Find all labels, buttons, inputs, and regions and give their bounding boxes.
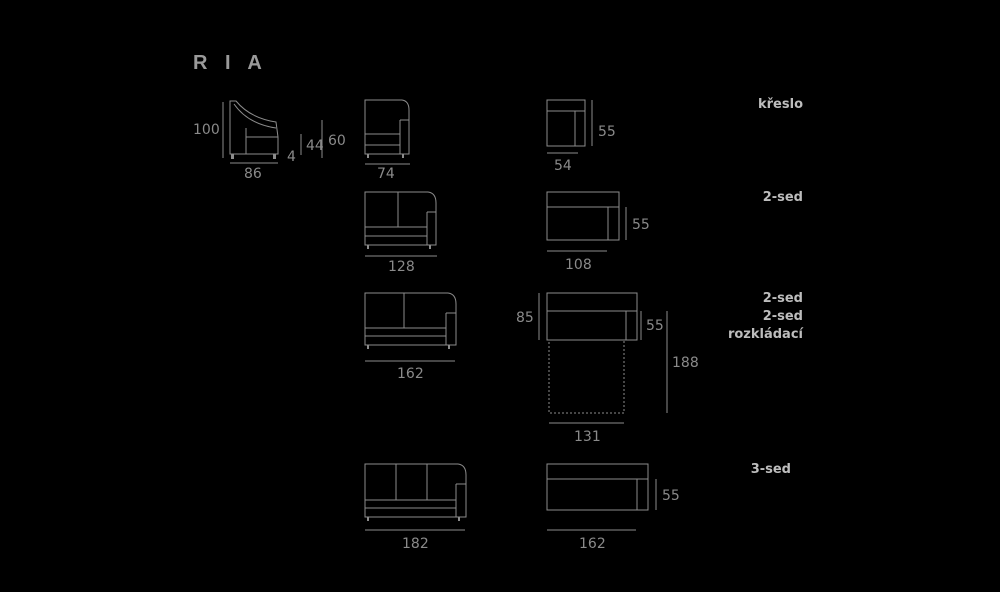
armchair-front-width: 74 (377, 166, 395, 182)
profile-depth: 86 (244, 166, 262, 182)
profile-arm-height: 60 (328, 133, 346, 149)
armchair-top-depth: 55 (598, 124, 616, 140)
armchair-top-width: 54 (554, 158, 572, 174)
armchair-front-drawing (364, 99, 410, 165)
two-seat-top-depth: 55 (632, 217, 650, 233)
sofa-bed-front-width: 162 (397, 366, 424, 382)
sofa-bed-back-depth: 85 (516, 310, 534, 326)
row-label-sofa-bed-3: rozkládací (727, 327, 803, 342)
three-seat-top-width: 162 (579, 536, 606, 552)
row-label-three-seat: 3-sed (750, 462, 791, 477)
sofa-bed-top-drawing (538, 292, 668, 424)
three-seat-top-drawing (546, 463, 657, 531)
page-title: R I A (193, 52, 268, 74)
two-seat-top-drawing (546, 191, 627, 252)
armchair-top-drawing (546, 99, 593, 154)
two-seat-top-width: 108 (565, 257, 592, 273)
three-seat-front-drawing (364, 463, 467, 531)
sofa-bed-top-width: 131 (574, 429, 601, 445)
row-label-sofa-bed-1: 2-sed (762, 291, 803, 306)
sofa-bed-seat-depth: 55 (646, 318, 664, 334)
row-label-armchair: křeslo (758, 97, 803, 112)
profile-seat-height: 44 (306, 138, 324, 154)
sofa-bed-length: 188 (672, 355, 699, 371)
two-seat-front-width: 128 (388, 259, 415, 275)
profile-leg-height: 4 (287, 149, 296, 165)
sofa-bed-front-drawing (364, 292, 457, 362)
three-seat-front-width: 182 (402, 536, 429, 552)
row-label-sofa-bed-2: 2-sed (762, 309, 803, 324)
profile-height-total: 100 (193, 122, 220, 138)
row-label-two-seat: 2-sed (762, 190, 803, 205)
side-profile-drawing (222, 100, 323, 164)
two-seat-front-drawing (364, 191, 437, 257)
three-seat-top-depth: 55 (662, 488, 680, 504)
